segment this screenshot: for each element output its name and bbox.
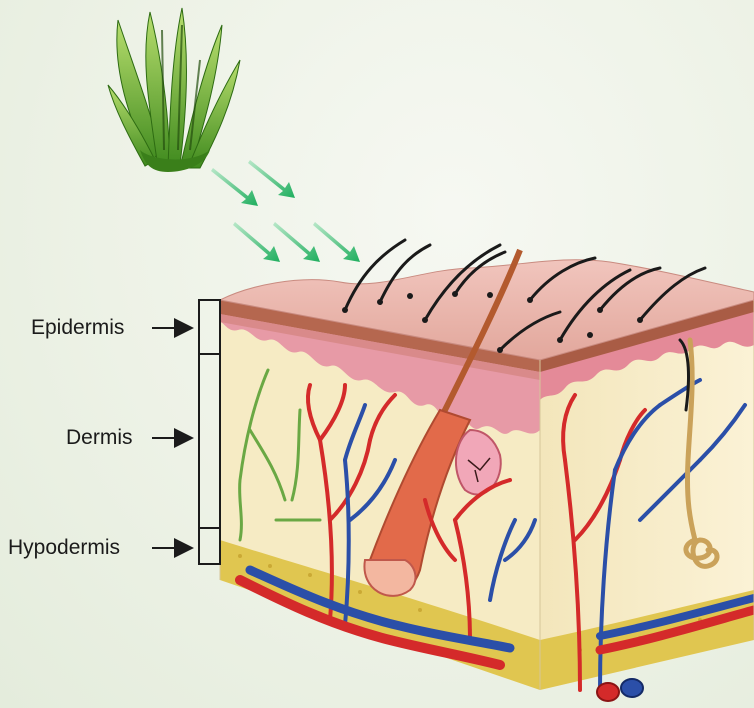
epidermis-label: Epidermis <box>31 316 124 340</box>
label-arrows <box>152 328 190 548</box>
layer-bracket <box>199 300 220 564</box>
aloe-plant-icon <box>108 8 240 172</box>
hypodermis-label: Hypodermis <box>8 536 120 560</box>
dermis-label: Dermis <box>66 426 133 450</box>
skin-block <box>220 250 754 701</box>
light-arrow-icon <box>211 160 360 262</box>
